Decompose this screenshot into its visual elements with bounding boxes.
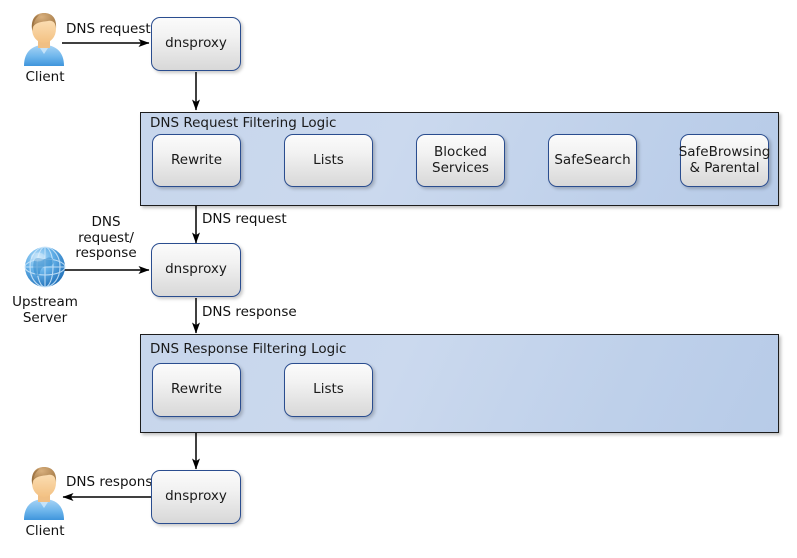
edge-label-request-panel-to-dnsproxy: DNS request [202, 211, 287, 227]
dnsproxy-mid-label: dnsproxy [165, 261, 227, 278]
user-icon [24, 13, 64, 66]
user-icon [24, 467, 64, 520]
edge-label-client-to-dnsproxy: DNS request [66, 21, 151, 37]
edge-label-upstream-exchange-line1: DNS [91, 214, 121, 230]
request-stage-safebrowsing-parental[interactable]: SafeBrowsing & Parental [678, 134, 771, 187]
response-stage-lists[interactable]: Lists [284, 363, 373, 417]
dnsproxy-bottom-node[interactable]: dnsproxy [151, 470, 241, 524]
dnsproxy-mid-node[interactable]: dnsproxy [151, 243, 241, 297]
dnsproxy-bottom-label: dnsproxy [165, 488, 227, 505]
client-bottom-label: Client [25, 523, 65, 539]
response-stage-rewrite[interactable]: Rewrite [152, 363, 241, 417]
upstream-server-label-line2: Server [22, 309, 68, 326]
dns-response-filtering-title: DNS Response Filtering Logic [150, 341, 347, 357]
request-stage-blocked-services-label-line1: Blocked [434, 143, 487, 160]
edge-label-dnsproxy-to-response-panel: DNS response [202, 304, 297, 320]
request-stage-safebrowsing-parental-label-line2: & Parental [689, 159, 760, 176]
dnsproxy-top-node[interactable]: dnsproxy [151, 17, 241, 71]
response-stage-lists-label: Lists [313, 381, 344, 398]
dns-response-filtering-panel [140, 334, 779, 433]
request-stage-blocked-services-label-line2: Services [432, 159, 489, 176]
dnsproxy-top-label: dnsproxy [165, 35, 227, 52]
request-stage-safebrowsing-parental-label-line1: SafeBrowsing [678, 143, 771, 160]
edge-label-upstream-exchange: DNS request/ response [66, 214, 146, 262]
client-top-label: Client [25, 69, 65, 85]
request-stage-lists[interactable]: Lists [284, 134, 373, 187]
edge-label-upstream-exchange-line2: request/ [78, 229, 134, 246]
request-stage-safesearch-label: SafeSearch [554, 151, 631, 168]
request-stage-lists-label: Lists [313, 151, 344, 168]
edge-label-dnsproxy-to-client: DNS response [66, 474, 161, 490]
edge-label-upstream-exchange-line3: response [75, 245, 137, 262]
request-stage-rewrite[interactable]: Rewrite [152, 134, 241, 187]
upstream-server-label: Upstream Server [7, 294, 83, 326]
upstream-server-label-line1: Upstream [12, 294, 78, 310]
response-stage-rewrite-label: Rewrite [170, 381, 223, 398]
globe-icon [24, 246, 66, 288]
request-stage-rewrite-label: Rewrite [170, 151, 223, 168]
dns-request-filtering-title: DNS Request Filtering Logic [150, 115, 337, 131]
request-stage-safesearch[interactable]: SafeSearch [548, 134, 637, 187]
request-stage-blocked-services[interactable]: Blocked Services [416, 134, 505, 187]
